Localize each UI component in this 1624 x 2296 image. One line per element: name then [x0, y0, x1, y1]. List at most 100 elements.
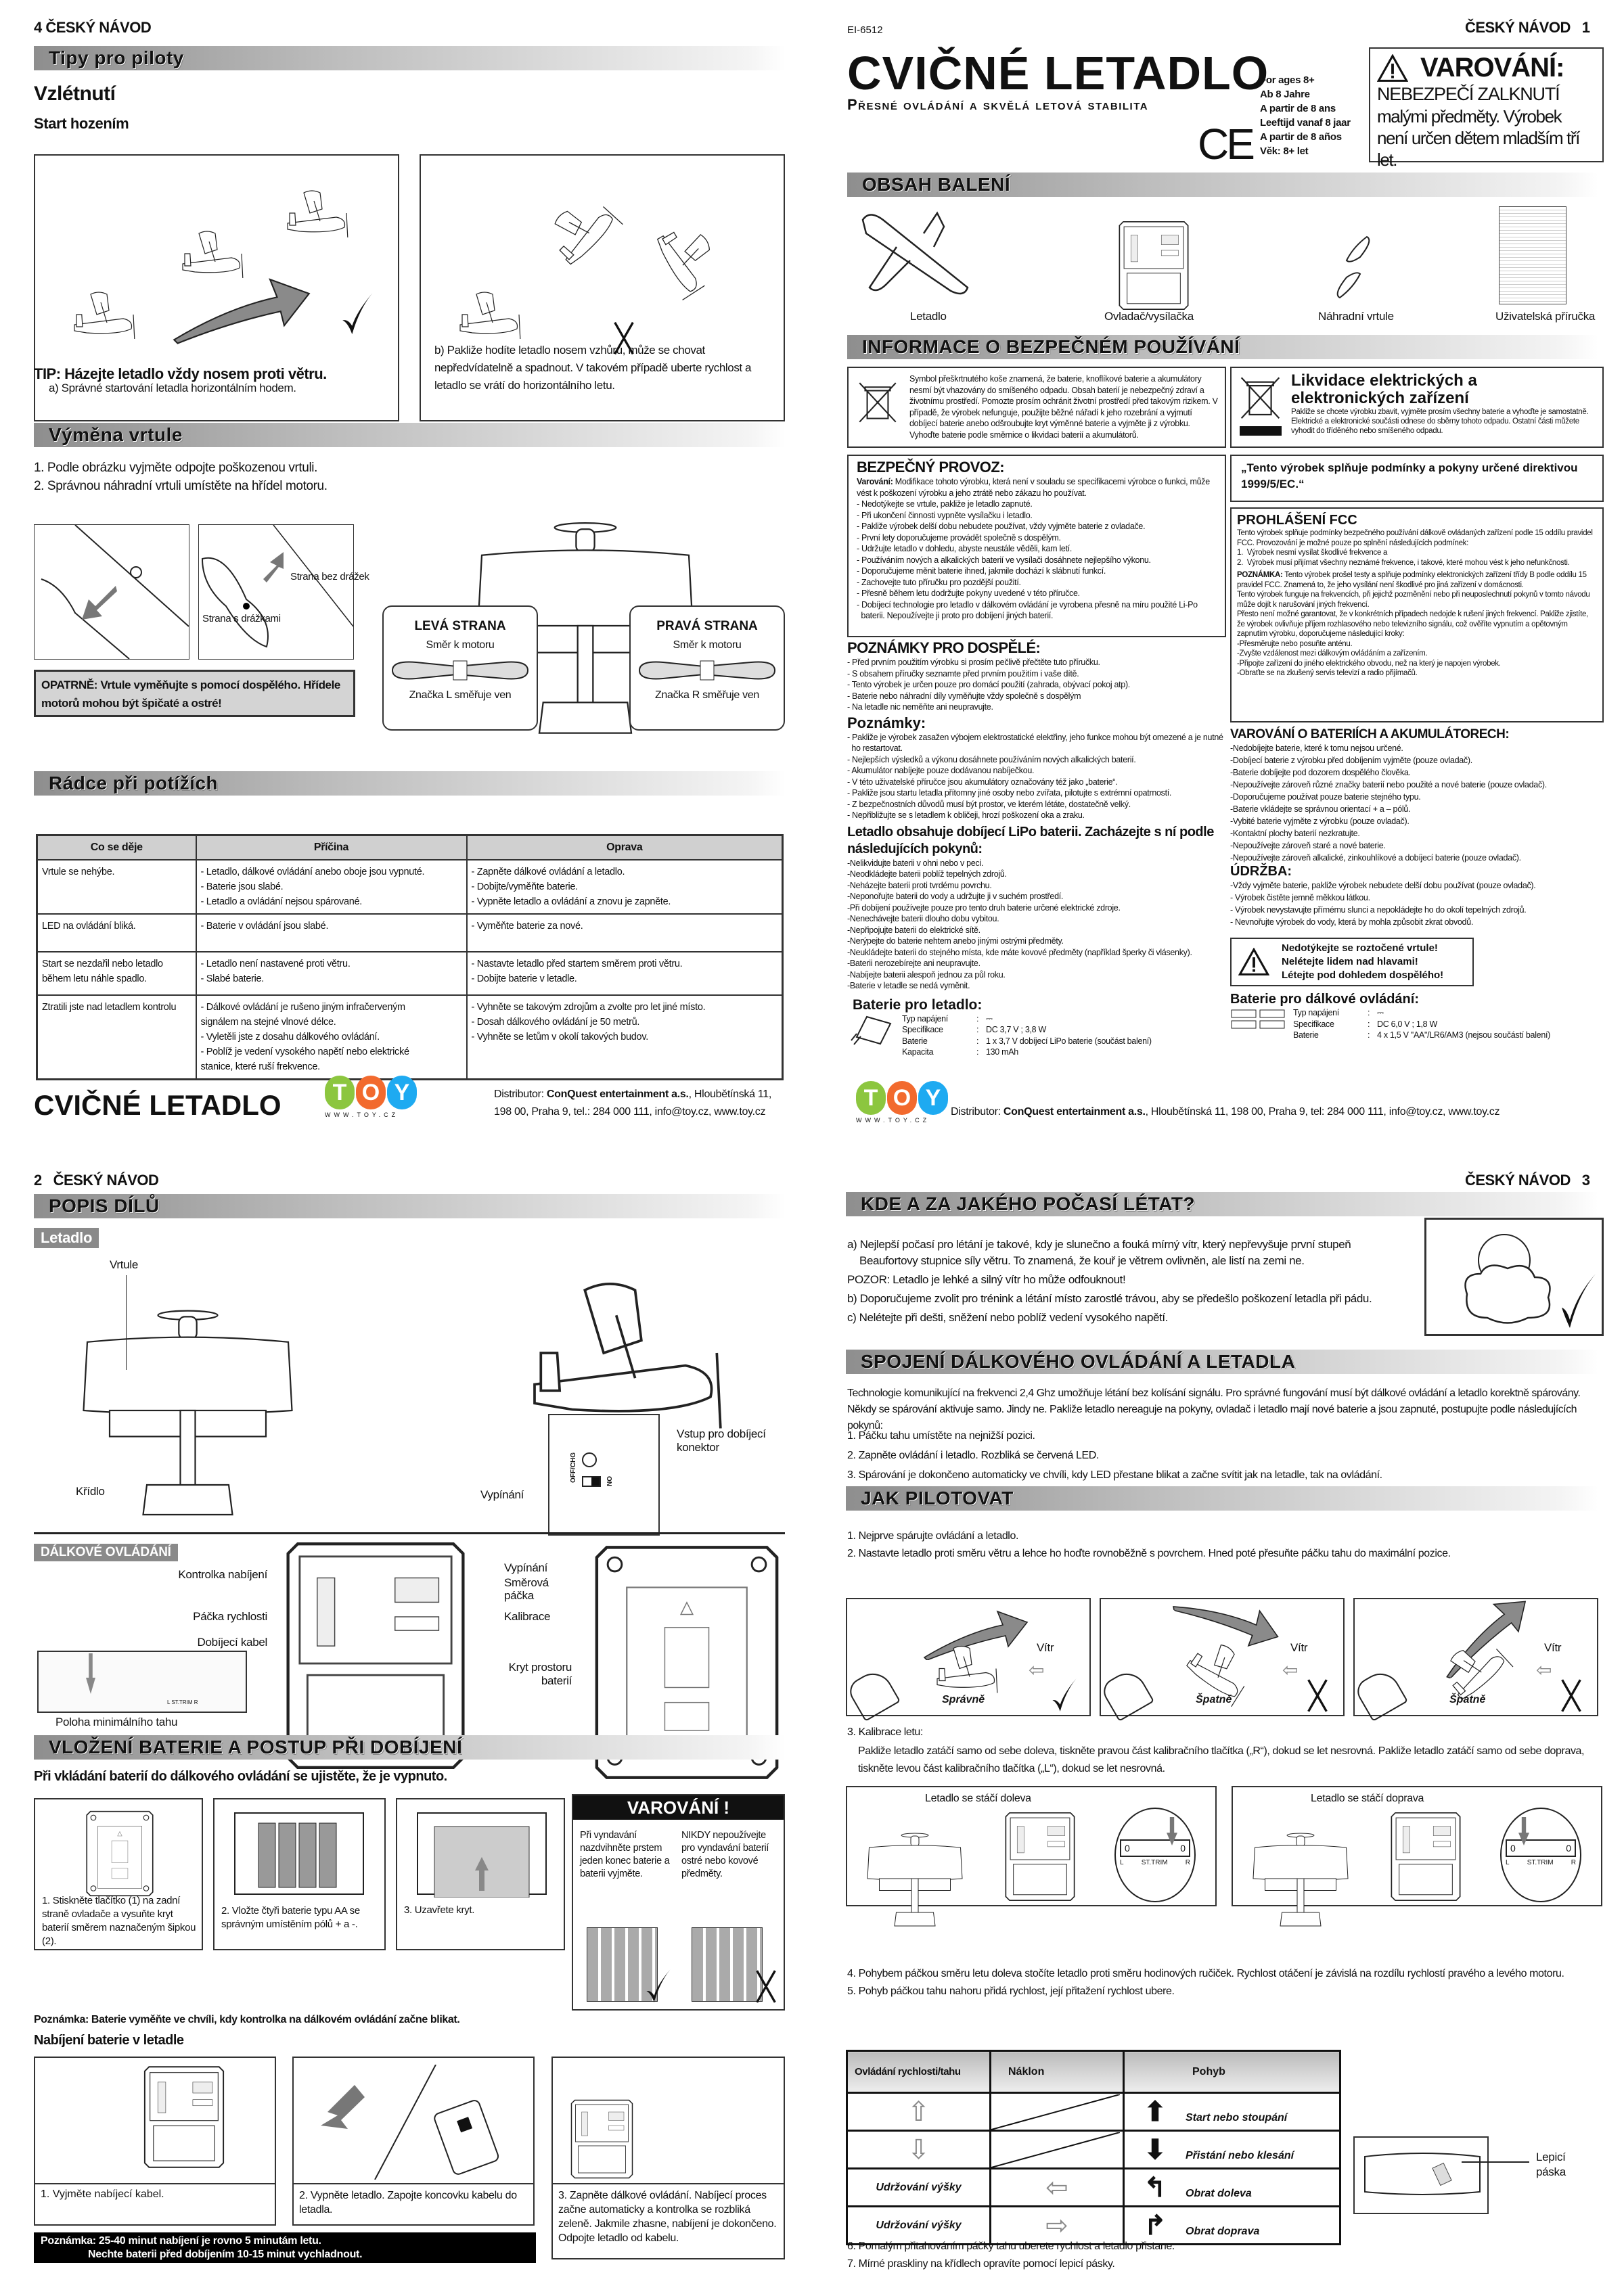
- throw-result-label: Špatně: [1196, 1694, 1232, 1705]
- charge-note-2: Nechte baterii před dobíjením 10-15 minu…: [88, 2249, 363, 2260]
- diagonal-line: [991, 2094, 1120, 2130]
- list-item: -Přesměrujte nebo posuňte anténu.: [1237, 639, 1353, 648]
- list-item: Věk: 8+ let: [1260, 145, 1309, 157]
- weather-item: a) Nejlepší počasí pro létání je takové,…: [847, 1238, 1351, 1267]
- label-charge-port: Vstup pro dobíjecí konektor: [677, 1427, 766, 1454]
- plane-icon: [637, 202, 740, 313]
- list-item: 2. Nastavte letadlo proti směru větru a …: [847, 1548, 1451, 1559]
- list-item: -Neodkládejte baterii poblíž tepelných z…: [847, 869, 1007, 879]
- trim-zero-right: 0: [1180, 1843, 1186, 1854]
- list-item: - Tento výrobek je určen pouze pro domác…: [847, 680, 1130, 689]
- pairing-steps: 1. Páčku tahu umístěte na nejnižší pozic…: [847, 1426, 1382, 1485]
- caption-b: b) Pakliže hodíte letadlo nosem vzhůru, …: [434, 344, 752, 392]
- fcc-p1: Tento výrobek splňuje podmínky bezpečnéh…: [1237, 529, 1593, 547]
- table-row: ⇧ ⬆Start nebo stoupání: [846, 2092, 1341, 2132]
- tool-removal-figure: [692, 1927, 763, 2002]
- battery-step-text: 3. Uzavřete kryt.: [404, 1904, 475, 1916]
- spec-key: Baterie: [1293, 1030, 1319, 1040]
- battery-step-2: 2. Vložte čtyři baterie typu AA se správ…: [213, 1798, 386, 1950]
- spec-row: Typ napájení:⎓: [902, 1013, 993, 1024]
- contents-item: Náhradní vrtule: [1318, 310, 1394, 323]
- table-cell: - Letadlo, dálkové ovládání anebo oboje …: [195, 859, 468, 915]
- switch-off-label: OFF/CHG: [570, 1452, 577, 1483]
- takeoff-title: Vzlétnutí: [34, 83, 116, 105]
- list-item: -Vybité baterie vyjměte z výrobku (pouze…: [1230, 817, 1409, 826]
- throw-panel: Vítr ⇦ Špatně: [1353, 1598, 1598, 1722]
- charge-port: [582, 1452, 597, 1467]
- list-item: -Nerýpejte do baterie nehtem anebo jiným…: [847, 936, 1064, 946]
- list-item: -Připojte zařízení do jiného elektrickéh…: [1237, 659, 1501, 668]
- weee-box: Likvidace elektrických a elektronických …: [1230, 367, 1604, 448]
- list-item: -Nelikvidujte baterii v ohni nebo v peci…: [847, 858, 984, 868]
- leader-line: [1462, 2161, 1529, 2163]
- controls-table: Ovládání rychlosti/tahu Náklon Pohyb ⇧ ⬆…: [846, 2050, 1341, 2245]
- pairing-text: Technologie komunikující na frekvenci 2,…: [847, 1387, 1581, 1431]
- adult-title: POZNÁMKY PRO DOSPĚLÉ:: [847, 639, 1041, 656]
- battery-warning-box: VAROVÁNÍ ! Při vyndavání nazdvihněte prs…: [572, 1794, 785, 2011]
- spec-row: Specifikace:DC 6,0 V ; 1,8 W: [1293, 1019, 1437, 1029]
- movement-arrow-icon: ↰: [1144, 2172, 1167, 2203]
- label-grooves: Strana s drážkami: [202, 613, 281, 624]
- warning-icon: [1238, 948, 1269, 976]
- table-cell: ⇧: [846, 2092, 991, 2132]
- crossed-bin-icon: [1238, 375, 1282, 426]
- list-item: -Obraťte se na zkušený servis televizí a…: [1237, 669, 1418, 677]
- arrow-down-icon: [86, 1653, 95, 1694]
- weather-figure: [1424, 1218, 1604, 1336]
- contents-item: Uživatelská příručka: [1495, 310, 1596, 323]
- list-item: -Baterie vkládejte se správnou orientací…: [1230, 804, 1411, 814]
- list-item: -Nenechávejte baterii dlouho dobu vybito…: [847, 914, 999, 923]
- fcc-note-text: Tento výrobek prošel testy a splňuje pod…: [1237, 571, 1587, 589]
- fcc-steps: -Přesměrujte nebo posuňte anténu.-Zvyšte…: [1237, 639, 1597, 679]
- remote-front-icon: [103, 2065, 265, 2169]
- page-header: ČESKÝ NÁVOD 3: [1465, 1172, 1590, 1189]
- movement-label: Obrat doleva: [1186, 2187, 1252, 2199]
- switch-on-label: ON: [605, 1476, 612, 1486]
- safe-warning: Varování: Modifikace tohoto výrobku, kte…: [857, 476, 1217, 499]
- divider: [34, 1532, 785, 1534]
- calibration-text: Pakliže letadlo zatáčí samo od sebe dole…: [858, 1745, 1585, 1774]
- logo-letter: Y: [918, 1081, 948, 1115]
- list-item: Ab 8 Jahre: [1260, 89, 1310, 100]
- list-item: For ages 8+: [1260, 74, 1315, 86]
- step-item: 5. Pohyb páčkou tahu nahoru přidá rychlo…: [847, 1985, 1175, 1997]
- fcc-note: POZNÁMKA: Tento výrobek prošel testy a s…: [1237, 570, 1597, 590]
- remote-label-left: Páčka rychlosti: [193, 1610, 267, 1623]
- list-item: -Neukládejte baterii do stejného místa, …: [847, 947, 1192, 957]
- tag-plane: Letadlo: [34, 1228, 99, 1248]
- table-cell: ⇦: [989, 2167, 1125, 2207]
- table-cell: - Dálkové ovládání je rušeno jiným infra…: [195, 994, 468, 1080]
- list-item: -Doporučujeme používat pouze baterie ste…: [1230, 792, 1421, 802]
- list-item: 6. Pomalým přitahováním páčky tahu ubere…: [847, 2241, 1175, 2252]
- propeller-blade-icon: [391, 660, 529, 681]
- product-code: EI-6512: [847, 24, 883, 36]
- min-throttle-inset: L ST.TRIM R: [37, 1651, 247, 1713]
- checkmark-icon: [1050, 1677, 1077, 1714]
- weee-text: Pakliže se chcete výrobku zbavit, vyjmět…: [1291, 408, 1589, 435]
- list-item: -Zvyšte vzdálenost mezi dálkovým ovládán…: [1237, 649, 1428, 658]
- weather-item: POZOR: Letadlo je lehké a silný vítr ho …: [847, 1273, 1126, 1286]
- spec-key: Baterie: [902, 1036, 928, 1046]
- calibration-right-label: Letadlo se stáčí doprava: [1311, 1793, 1424, 1804]
- safe-operation-box: BEZPEČNÝ PROVOZ: Varování: Modifikace to…: [847, 455, 1226, 637]
- spec-value: 1 x 3,7 V dobíjecí LiPo baterie (součást…: [986, 1036, 1152, 1046]
- lipo-battery-icon: [851, 1015, 892, 1045]
- launch-wrong-panel: b) Pakliže hodíte letadlo nosem vzhůru, …: [420, 154, 785, 421]
- tag-remote: DÁLKOVÉ OVLÁDÁNÍ: [34, 1544, 178, 1561]
- spec-key: Specifikace: [902, 1025, 943, 1034]
- distributor-info: Distributor: ConQuest entertainment a.s.…: [494, 1086, 785, 1121]
- battery-step-text: 1. Stiskněte tlačítko (1) na zadní stran…: [42, 1895, 196, 1947]
- charge-step-1: 1. Vyjměte nabíjecí kabel.: [34, 2057, 276, 2226]
- warning-col-1: Při vyndavání nazdvihněte prstem jeden k…: [580, 1830, 670, 1879]
- trim-r: R: [1185, 1859, 1190, 1866]
- list-item: Nedotýkejte se roztočené vrtule!: [1282, 942, 1438, 954]
- right-side-direction: Směr k motoru: [673, 639, 742, 651]
- propeller-blade-icon: [638, 660, 776, 681]
- table-cell: - Zapněte dálkové ovládání a letadlo. - …: [466, 859, 784, 915]
- spec-row: Specifikace:DC 3,7 V ; 3,8 W: [902, 1025, 1046, 1034]
- page-header: 4 ČESKÝ NÁVOD: [34, 19, 152, 36]
- trim-l: L: [1506, 1859, 1510, 1866]
